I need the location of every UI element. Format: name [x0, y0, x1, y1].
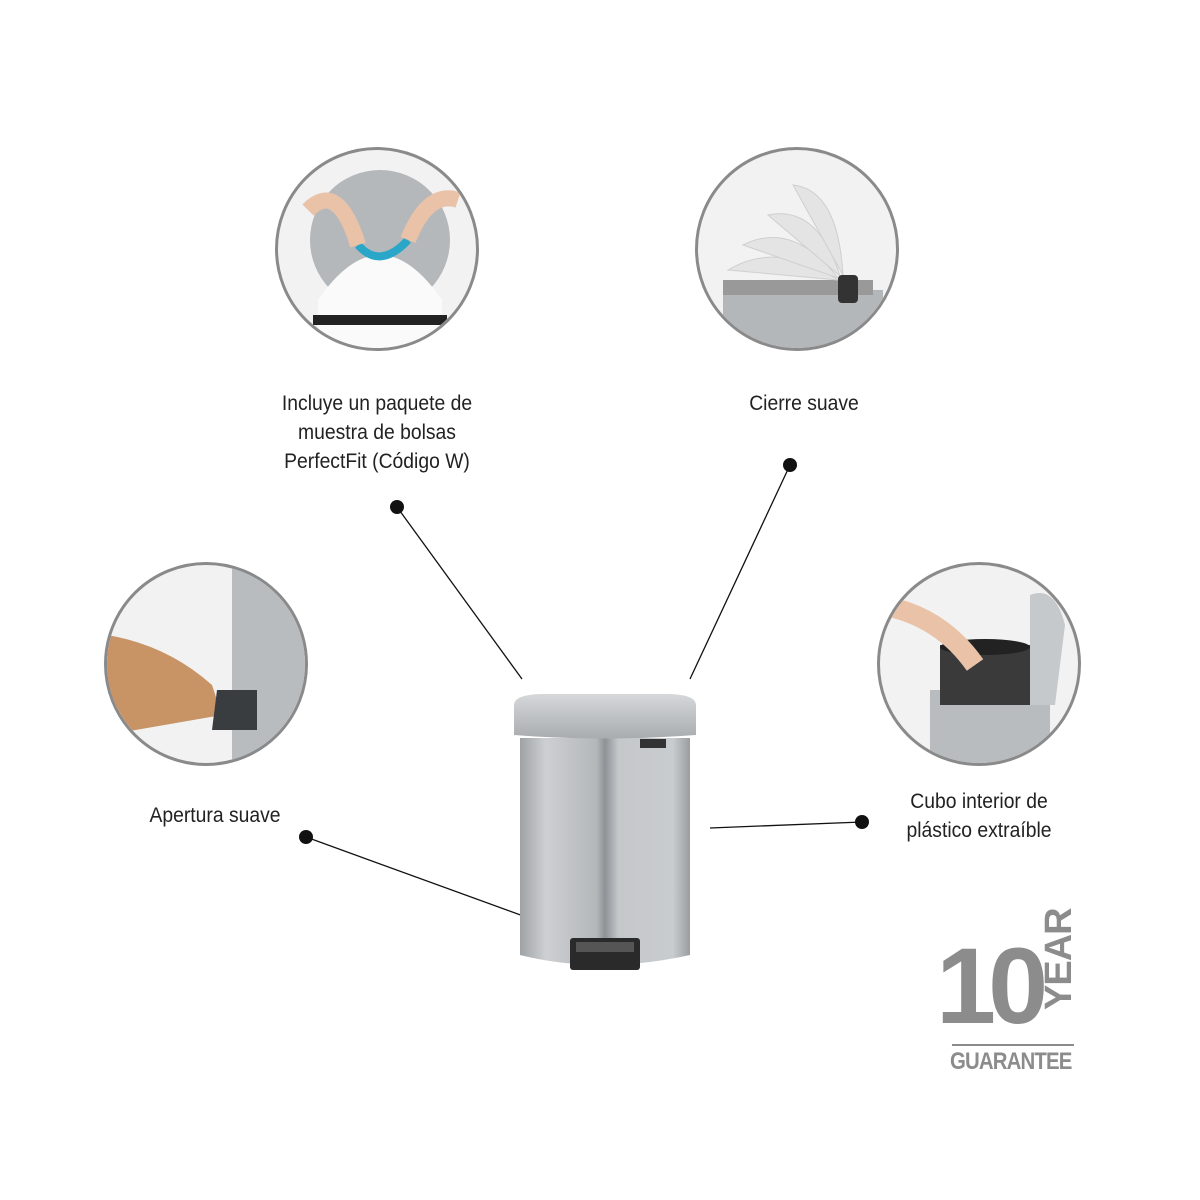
feature-label-soft-close: Cierre suave [749, 389, 859, 418]
label-line: Apertura suave [149, 804, 281, 827]
label-line: muestra de bolsas [298, 421, 456, 444]
feature-label-bags: Incluye un paquete de muestra de bolsas … [282, 389, 472, 476]
label-line: PerfectFit (Código W) [284, 450, 470, 473]
feature-image-soft-open [104, 562, 308, 766]
feature-label-soft-open: Apertura suave [149, 801, 280, 830]
guarantee-unit: YEAR [1038, 908, 1080, 1010]
label-line: Cubo interior de [910, 790, 1048, 813]
callout-line-bags [396, 506, 523, 680]
trash-can-product [514, 694, 696, 970]
guarantee-badge: 10 YEAR GUARANTEE [936, 908, 1080, 1076]
divider [952, 1044, 1074, 1046]
callout-line-soft-close [689, 464, 791, 680]
feature-image-inner-bucket [877, 562, 1081, 766]
guarantee-label: GUARANTEE [950, 1048, 1072, 1075]
guarantee-number: 10 [936, 925, 1048, 1046]
callout-line-inner-bucket [709, 821, 863, 829]
callout-dot [783, 458, 797, 472]
callout-dot [855, 815, 869, 829]
label-line: Cierre suave [749, 392, 859, 415]
feature-label-inner-bucket: Cubo interior de plástico extraíble [907, 787, 1052, 845]
feature-image-soft-close [695, 147, 899, 351]
feature-image-bags [275, 147, 479, 351]
label-line: plástico extraíble [906, 819, 1052, 842]
callout-dot [299, 830, 313, 844]
callout-dot [390, 500, 404, 514]
label-line: Incluye un paquete de [281, 392, 473, 415]
brand-plate [640, 739, 666, 748]
